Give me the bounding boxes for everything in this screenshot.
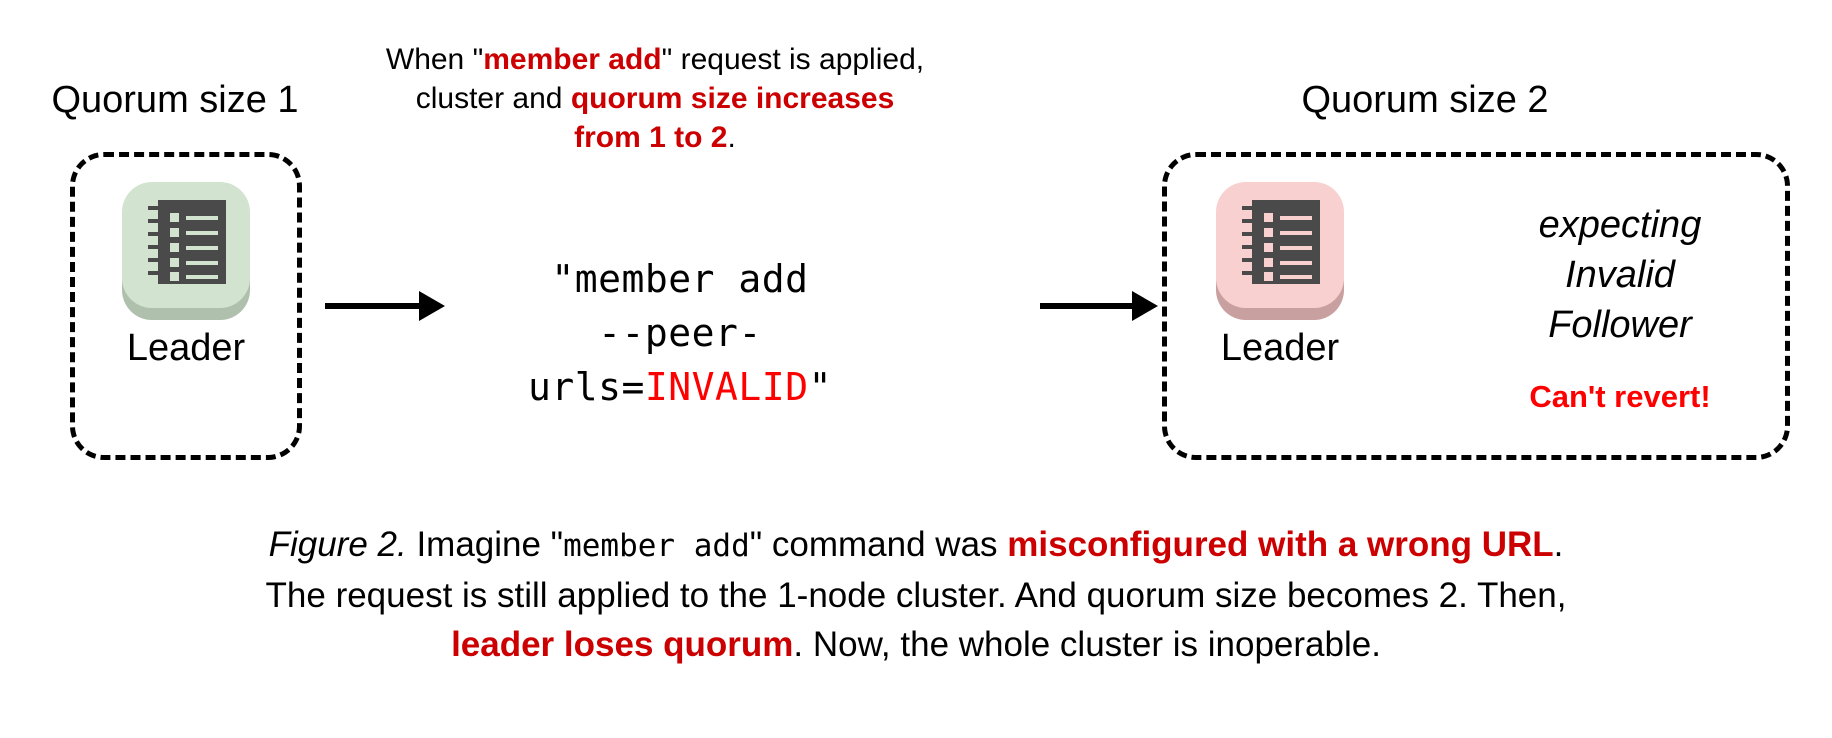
caption-line1-highlight: misconfigured with a wrong URL [1007,525,1554,564]
expect-line-2: Invalid [1565,254,1675,296]
heading-line2-before: cluster and [415,82,571,115]
left-cluster-box [70,152,302,460]
ledger-glyph [1242,200,1320,284]
left-cluster-group-label: Quorum size 1 [51,79,299,121]
heading-line1-before: When " [385,43,484,76]
caption-line-1: Figure 2. Imagine "member add" command w… [40,520,1792,571]
right-cluster-group-label: Quorum size 2 [1301,79,1549,121]
command-invalid-value: INVALID [644,365,809,409]
figure-caption: Figure 2. Imagine "member add" command w… [40,520,1792,669]
scenario-heading: When "member add" request is applied, cl… [345,40,965,157]
caption-line3-highlight: leader loses quorum [451,625,794,664]
heading-line2-highlight: quorum size increases [570,82,895,115]
caption-line-3: leader loses quorum. Now, the whole clus… [40,620,1792,669]
scenario-heading-line-3: from 1 to 2. [345,118,965,157]
scenario-heading-line-1: When "member add" request is applied, [345,40,965,79]
heading-line3-after: . [727,121,736,154]
caption-command-mono: member add [563,528,750,564]
command-line2-after: " [808,365,832,409]
right-leader-node: Leader [1212,178,1348,370]
left-leader-node: Leader [118,178,254,370]
caption-line-2: The request is still applied to the 1-no… [265,576,1567,615]
scenario-heading-line-2: cluster and quorum size increases [345,79,965,118]
caption-line1-c: . [1553,525,1564,564]
ledger-node-icon [1212,178,1348,320]
left-leader-node-label: Leader [126,327,246,369]
caption-line1-b: " command was [749,525,1008,564]
expect-line-1: expecting [1538,204,1702,246]
caption-line3-after: . Now, the whole cluster is inoperable. [793,625,1381,664]
right-arrow-icon [1040,290,1158,322]
right-leader-node-label: Leader [1220,327,1340,369]
ledger-node-icon [118,178,254,320]
heading-line3-highlight: from 1 to 2 [574,121,728,154]
command-line-2: --peer-urls=INVALID" [450,306,910,414]
cant-revert-alert: Can't revert! [1529,379,1711,414]
left-arrow-icon [325,290,445,322]
member-add-command: "member add --peer-urls=INVALID" [450,252,910,414]
expect-line-3: Follower [1548,304,1692,346]
command-line2-before: --peer-urls= [528,311,762,409]
figure-number: Figure 2. [268,525,407,564]
heading-line1-highlight: member add [483,43,662,76]
heading-line1-after: " request is applied, [661,43,925,76]
command-line-1: "member add [551,257,809,301]
ledger-glyph [148,200,226,284]
expected-follower-annotation: expecting Invalid Follower [1430,200,1810,350]
caption-line1-a: Imagine " [406,525,564,564]
right-cluster-box [1162,152,1790,460]
